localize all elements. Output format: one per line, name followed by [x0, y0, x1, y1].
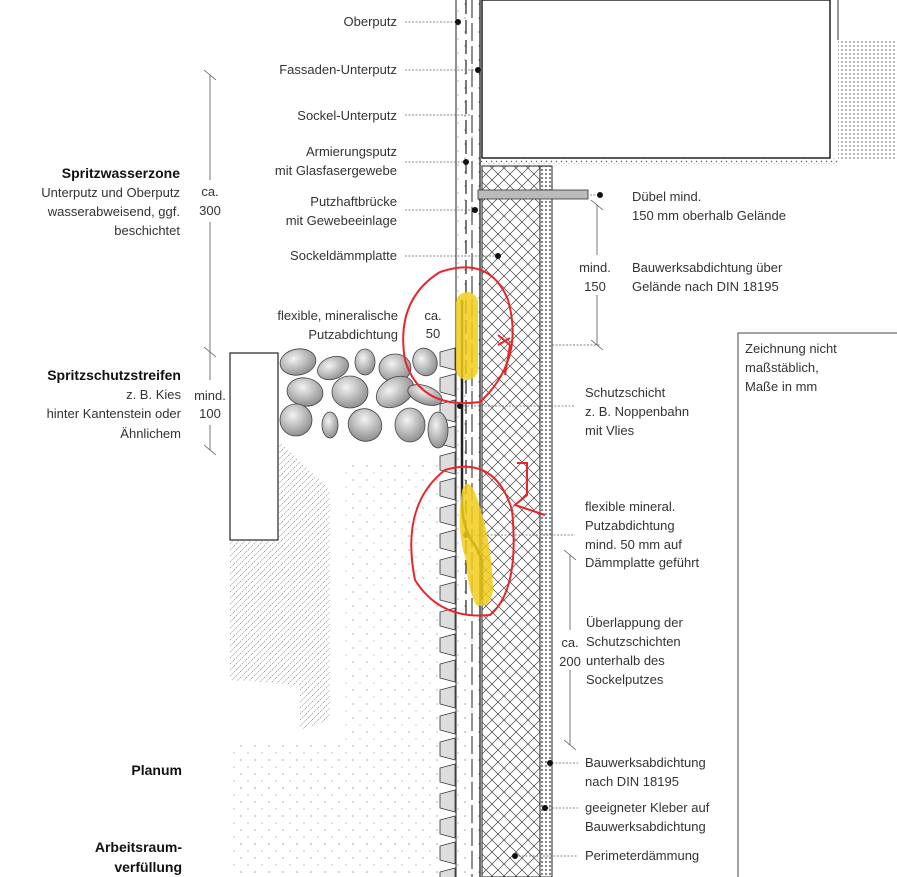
adhesive-layer [539, 165, 553, 877]
label-abdichtung-ueber-2: Gelände nach DIN 18195 [632, 279, 779, 294]
membrane-dimple [439, 451, 456, 475]
zone-spritzschutz-line: hinter Kantenstein oder [47, 406, 182, 421]
label-putzabdichtung-right: flexible mineral. [585, 499, 675, 514]
label-ueberlappung-2: Schutzschichten [586, 634, 681, 649]
zone-spritzschutzstreifen: Spritzschutzstreifen [47, 367, 181, 383]
gravel-stone [427, 411, 449, 449]
dim-mind150: mind. [579, 260, 611, 275]
zone-spritzschutz-line: Ähnlichem [120, 426, 181, 441]
membrane-dimple [439, 659, 456, 683]
membrane-dimple [439, 633, 456, 657]
sockel-insulation [481, 165, 541, 877]
gravel-stone [394, 407, 426, 443]
label-ueberlappung-4: Sockelputzes [586, 672, 664, 687]
curb-stone [229, 352, 279, 541]
membrane-dimple [439, 529, 456, 553]
gravel-stone [279, 348, 317, 376]
membrane-dimple [439, 867, 456, 877]
gravel-stone [331, 375, 369, 409]
label-oberputz: Oberputz [344, 14, 397, 29]
label-putzhaftbruecke-2: mit Gewebeeinlage [286, 213, 397, 228]
label-schutzschicht: Schutzschicht [585, 385, 666, 400]
label-bauwerksabdichtung: Bauwerksabdichtung [585, 755, 706, 770]
membrane-dimple [439, 555, 456, 579]
dim-mind100: mind. [194, 388, 226, 403]
label-putzabdichtung-right-3: mind. 50 mm auf [585, 537, 682, 552]
gravel-stone [354, 348, 376, 376]
building-wall [478, 0, 897, 166]
membrane-dimple [439, 815, 456, 839]
zone-spritzwasserzone: Spritzwasserzone [62, 165, 180, 181]
label-duebel-2: 150 mm oberhalb Gelände [632, 208, 786, 223]
label-putzabdichtung-right-2: Putzabdichtung [585, 518, 675, 533]
gravel-stone [321, 411, 339, 439]
label-putzhaftbruecke: Putzhaftbrücke [310, 194, 397, 209]
dim-ca300-value: 300 [199, 203, 221, 218]
label-duebel: Dübel mind. [632, 189, 701, 204]
membrane-dimple [439, 841, 456, 865]
gravel-stone [279, 403, 313, 437]
label-sockel-unterputz: Sockel-Unterputz [297, 108, 397, 123]
label-putzabdichtung-2: Putzabdichtung [308, 327, 398, 342]
membrane-dimple [439, 581, 456, 605]
dim-ca300: ca. [201, 184, 218, 199]
membrane-dimple [439, 737, 456, 761]
dim-ca50-value: 50 [426, 326, 440, 341]
label-ueberlappung-3: unterhalb des [586, 653, 665, 668]
gravel-strip [279, 347, 449, 449]
gravel-stone [407, 384, 443, 406]
label-ueberlappung: Überlappung der [586, 615, 684, 630]
label-schutzschicht-2: z. B. Noppenbahn [585, 404, 689, 419]
zone-arbeitsraum: Arbeitsraum- [95, 839, 182, 855]
label-bauwerksabdichtung-2: nach DIN 18195 [585, 774, 679, 789]
dim-ca200: ca. [561, 635, 578, 650]
label-armierungsputz-2: mit Glasfasergewebe [275, 163, 397, 178]
gravel-stone [286, 377, 324, 407]
dim-mind150-value: 150 [584, 279, 606, 294]
label-fassaden-unterputz: Fassaden-Unterputz [279, 62, 397, 77]
note-box [737, 332, 897, 877]
dim-ca50: ca. [424, 308, 441, 323]
membrane-dimple [439, 347, 456, 371]
zone-planum: Planum [131, 762, 182, 778]
note-line: Zeichnung nicht [745, 341, 837, 356]
membrane-dimple [439, 789, 456, 813]
planum-fill [230, 740, 440, 877]
membrane-dimple [439, 685, 456, 709]
label-sockeldaemmplatte: Sockeldämmplatte [290, 248, 397, 263]
membrane-dimple [439, 477, 456, 501]
dim-mind100-value: 100 [199, 406, 221, 421]
label-armierungsputz: Armierungsputz [306, 144, 397, 159]
annotation-highlights [402, 266, 546, 617]
membrane-dimple [439, 763, 456, 787]
zone-spritzwasserzone-line: wasserabweisend, ggf. [47, 204, 180, 219]
note-line: maßstäblich, [745, 360, 819, 375]
label-abdichtung-ueber: Bauwerksabdichtung über [632, 260, 783, 275]
label-putzabdichtung-right-4: Dämmplatte geführt [585, 555, 700, 570]
zone-spritzwasserzone-line: Unterputz und Oberputz [41, 185, 180, 200]
label-kleber: geeigneter Kleber auf [585, 800, 710, 815]
label-kleber-2: Bauwerksabdichtung [585, 819, 706, 834]
label-putzabdichtung: flexible, mineralische [277, 308, 398, 323]
label-perimeterdaemmung: Perimeterdämmung [585, 848, 699, 863]
dimension-lines [203, 69, 604, 751]
membrane-dimple [439, 711, 456, 735]
note-line: Maße in mm [745, 379, 817, 394]
gravel-stone [317, 355, 349, 381]
zone-arbeitsraum-2: verfüllung [114, 859, 182, 875]
membrane-dimple [439, 373, 456, 397]
dim-ca200-value: 200 [559, 654, 581, 669]
gravel-stone [375, 375, 415, 409]
zone-spritzschutz-line: z. B. Kies [126, 387, 181, 402]
zone-spritzwasserzone-line: beschichtet [114, 223, 180, 238]
membrane-dimple [439, 503, 456, 527]
backfill-hatch [230, 440, 330, 730]
gravel-stone [347, 408, 383, 442]
label-schutzschicht-3: mit Vlies [585, 423, 635, 438]
gravel-stone [412, 347, 438, 377]
